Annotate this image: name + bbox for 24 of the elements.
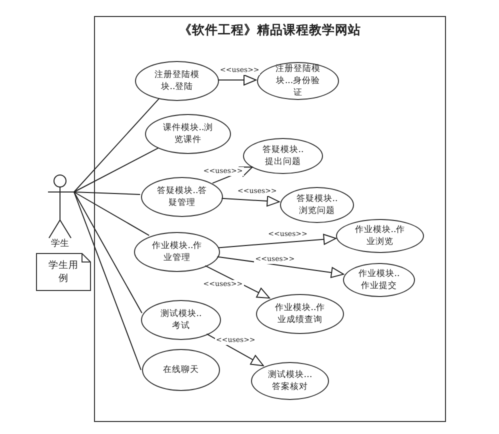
use-case-ellipse: 答疑模块..答疑管理 <box>141 177 223 217</box>
use-case-ellipse: 作业模块..作业成绩查询 <box>256 294 344 334</box>
include-arrow <box>204 265 270 299</box>
include-arrow <box>216 256 344 278</box>
use-case-ellipse: 作业模块..作业浏览 <box>336 219 424 253</box>
association-line <box>74 192 141 195</box>
use-case-ellipse: 在线聊天 <box>142 349 220 391</box>
use-case-ellipse: 测试模块…答案核对 <box>251 362 329 400</box>
association-line <box>74 147 159 192</box>
use-case-ellipse: 注册登陆模块..登陆 <box>135 61 219 101</box>
actor-label: 学生 <box>50 239 70 250</box>
association-line <box>74 192 142 370</box>
association-line <box>74 192 150 236</box>
use-case-ellipse: 作业模块..作业管理 <box>134 232 220 272</box>
use-case-ellipse: 答疑模块..浏览问题 <box>280 187 354 223</box>
note-box: 学生用例 <box>36 253 91 291</box>
use-case-ellipse: 作业模块..作业提交 <box>343 263 415 297</box>
use-case-ellipse: 课件模块..浏览课件 <box>145 114 231 154</box>
include-arrow <box>218 74 256 86</box>
system-name: 《软件工程》精品课程教学网站 <box>178 22 362 39</box>
include-arrow <box>221 196 280 207</box>
include-arrow <box>218 234 336 248</box>
association-line <box>74 98 160 192</box>
association-line <box>74 192 142 314</box>
